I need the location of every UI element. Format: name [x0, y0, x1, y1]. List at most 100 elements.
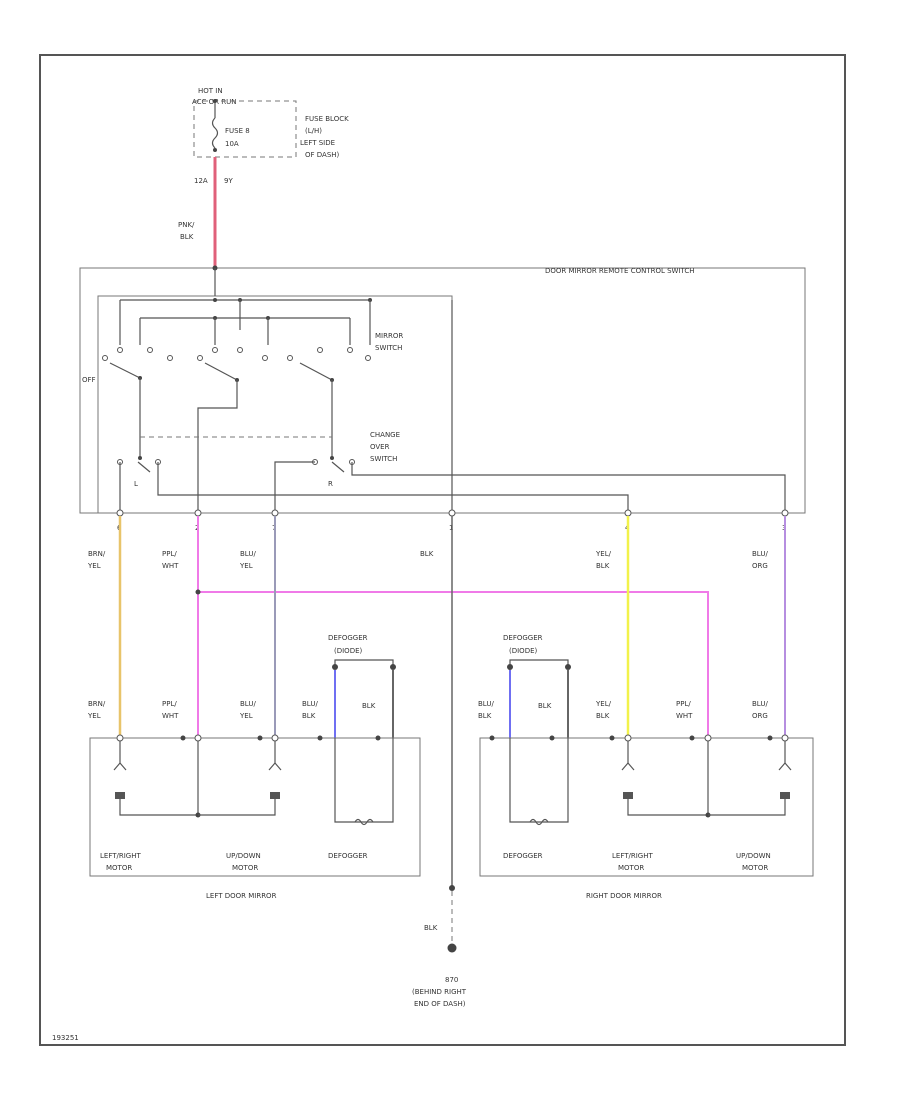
hot-in-label: HOT IN [198, 87, 223, 95]
right-wire-4-b: WHT [676, 712, 693, 720]
fuse-name: FUSE 8 [225, 127, 250, 135]
left-heater-icon [354, 818, 374, 826]
fuse-pin-a: 12A [194, 177, 208, 185]
left-ud-arrow-icon [268, 762, 282, 771]
right-defogger-label: DEFOGGER [503, 634, 543, 642]
right-mirror-title: RIGHT DOOR MIRROR [586, 892, 662, 900]
switch-contact-3 [287, 347, 371, 382]
left-wire-1-a: BRN/ [88, 700, 106, 708]
left-lr-label-1: LEFT/RIGHT [100, 852, 141, 860]
left-wire-3-b: YEL [239, 712, 253, 720]
fuse-element-icon [211, 117, 219, 149]
right-defogger-diode-label: (DIODE) [509, 647, 538, 655]
left-defogger-text: DEFOGGER [328, 852, 368, 860]
fuse-pin-b: 9Y [224, 177, 233, 185]
co-left-route [157, 462, 629, 513]
co-right-route-2 [351, 462, 786, 513]
right-ud-return [708, 799, 786, 816]
right-diode-bracket [509, 659, 569, 666]
switch-contact-1 [102, 347, 173, 380]
left-ud-return [198, 799, 276, 816]
left-wire-1-b: YEL [87, 712, 101, 720]
top-wire-6-a: BLU/ [752, 550, 768, 558]
right-mirror-box [479, 737, 814, 877]
left-wire-3-a: BLU/ [240, 700, 256, 708]
ground-point: BLK 870 (BEHIND RIGHT END OF DASH) [412, 885, 467, 1008]
right-wire-5-a: BLU/ [752, 700, 768, 708]
right-wire-4-a: PPL/ [676, 700, 691, 708]
right-defogger-text: DEFOGGER [503, 852, 543, 860]
right-wire-5-b: ORG [752, 712, 768, 720]
ground-wire-label: BLK [424, 924, 438, 932]
top-wire-4-b: BLK [420, 550, 434, 558]
left-lr-arrow-icon [113, 762, 127, 771]
ground-icon [447, 943, 457, 953]
pos-r-label: R [328, 480, 333, 488]
remote-switch-outer-box [79, 267, 806, 514]
top-wire-2-a: PPL/ [162, 550, 177, 558]
fuse-block-label-1: FUSE BLOCK [305, 115, 349, 123]
fuse-out-dot [213, 148, 217, 152]
top-wire-6-b: ORG [752, 562, 768, 570]
switch-contact-2 [197, 347, 268, 382]
right-defogger-element [509, 738, 569, 823]
left-defogger-diode-label: (DIODE) [334, 647, 363, 655]
left-wire-4-a: BLU/ [302, 700, 318, 708]
left-defogger-diode: DEFOGGER (DIODE) [328, 634, 396, 670]
fuse-block-label-3: LEFT SIDE [300, 139, 335, 147]
right-wire-2-a: BLK [538, 702, 552, 710]
right-lr-motor-icon [623, 792, 633, 799]
top-wire-1-a: BRN/ [88, 550, 106, 558]
top-wire-2-b: WHT [162, 562, 179, 570]
fuse-block-label-4: OF DASH) [305, 151, 340, 159]
left-lr-return [119, 799, 198, 816]
wire-pnk-blk-label-2: BLK [180, 233, 194, 241]
left-lr-label-2: MOTOR [106, 864, 132, 872]
top-wire-1-b: YEL [87, 562, 101, 570]
right-ud-label-1: UP/DOWN [736, 852, 771, 860]
wire-pnk-blk-label-1: PNK/ [178, 221, 195, 229]
ground-label-2: (BEHIND RIGHT [412, 988, 467, 996]
right-defogger-diode: DEFOGGER (DIODE) [503, 634, 571, 670]
ground-label-3: END OF DASH) [414, 1000, 466, 1008]
right-lr-label-1: LEFT/RIGHT [612, 852, 653, 860]
fuse-block: HOT IN ACC OR RUN FUSE 8 10A FUSE BLOCK … [192, 87, 349, 185]
top-wire-3-b: YEL [239, 562, 253, 570]
change-over-label-3: SWITCH [370, 455, 397, 463]
ground-label-1: 870 [445, 976, 458, 984]
right-lr-label-2: MOTOR [618, 864, 644, 872]
right-wire-1-a: BLU/ [478, 700, 494, 708]
left-wire-4-b: BLK [302, 712, 316, 720]
mirror-switch-label-1: MIRROR [375, 332, 403, 340]
left-diode-bracket [334, 659, 394, 666]
right-heater-icon [529, 818, 549, 826]
left-ud-label-2: MOTOR [232, 864, 258, 872]
right-lr-return [627, 799, 708, 816]
left-mirror-box [89, 737, 421, 877]
pos-l-label: L [134, 480, 138, 488]
off-label: OFF [82, 376, 96, 384]
left-ud-label-1: UP/DOWN [226, 852, 261, 860]
diagram-frame [39, 54, 846, 1046]
left-lr-motor-icon [115, 792, 125, 799]
right-wire-3-a: YEL/ [595, 700, 612, 708]
right-wire-1-b: BLK [478, 712, 492, 720]
wire-ppl-wht-cross [198, 591, 709, 738]
fuse-rating: 10A [225, 140, 239, 148]
top-wire-5-b: BLK [596, 562, 610, 570]
right-ud-label-2: MOTOR [742, 864, 768, 872]
right-ud-motor-icon [780, 792, 790, 799]
left-wire-5-a: BLK [362, 702, 376, 710]
fuse-block-label-2: (L/H) [305, 127, 322, 135]
right-door-mirror: DEFOGGER LEFT/RIGHT MOTOR UP/DOWN MOTOR … [479, 734, 814, 900]
fuse-feed-dot [213, 99, 217, 103]
remote-control-switch: DOOR MIRROR REMOTE CONTROL SWITCH [79, 265, 806, 514]
top-wire-5-a: YEL/ [595, 550, 612, 558]
top-wire-3-a: BLU/ [240, 550, 256, 558]
left-mirror-title: LEFT DOOR MIRROR [206, 892, 277, 900]
change-over-label-2: OVER [370, 443, 390, 451]
left-door-mirror: LEFT/RIGHT MOTOR UP/DOWN MOTOR DEFOGGER … [89, 734, 421, 900]
change-over-switch [117, 456, 355, 473]
figure-id: 193251 [52, 1034, 79, 1042]
